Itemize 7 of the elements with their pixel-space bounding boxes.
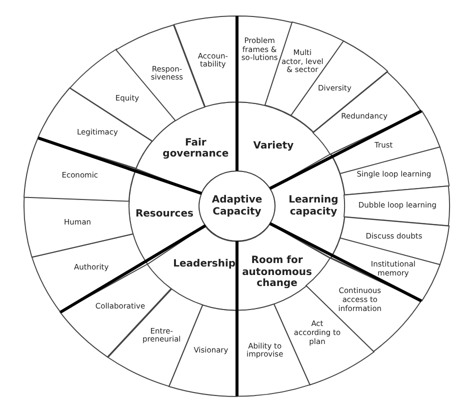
category-label: Resources: [134, 208, 194, 220]
category-label: Leadership: [172, 258, 237, 270]
category-label: Variety: [252, 140, 295, 152]
category-label: Room for autonomous change: [241, 254, 313, 290]
hub-label: Adaptive Capacity: [210, 194, 264, 218]
category-label: Fair governance: [162, 137, 230, 160]
category-label: Learning capacity: [288, 194, 340, 218]
